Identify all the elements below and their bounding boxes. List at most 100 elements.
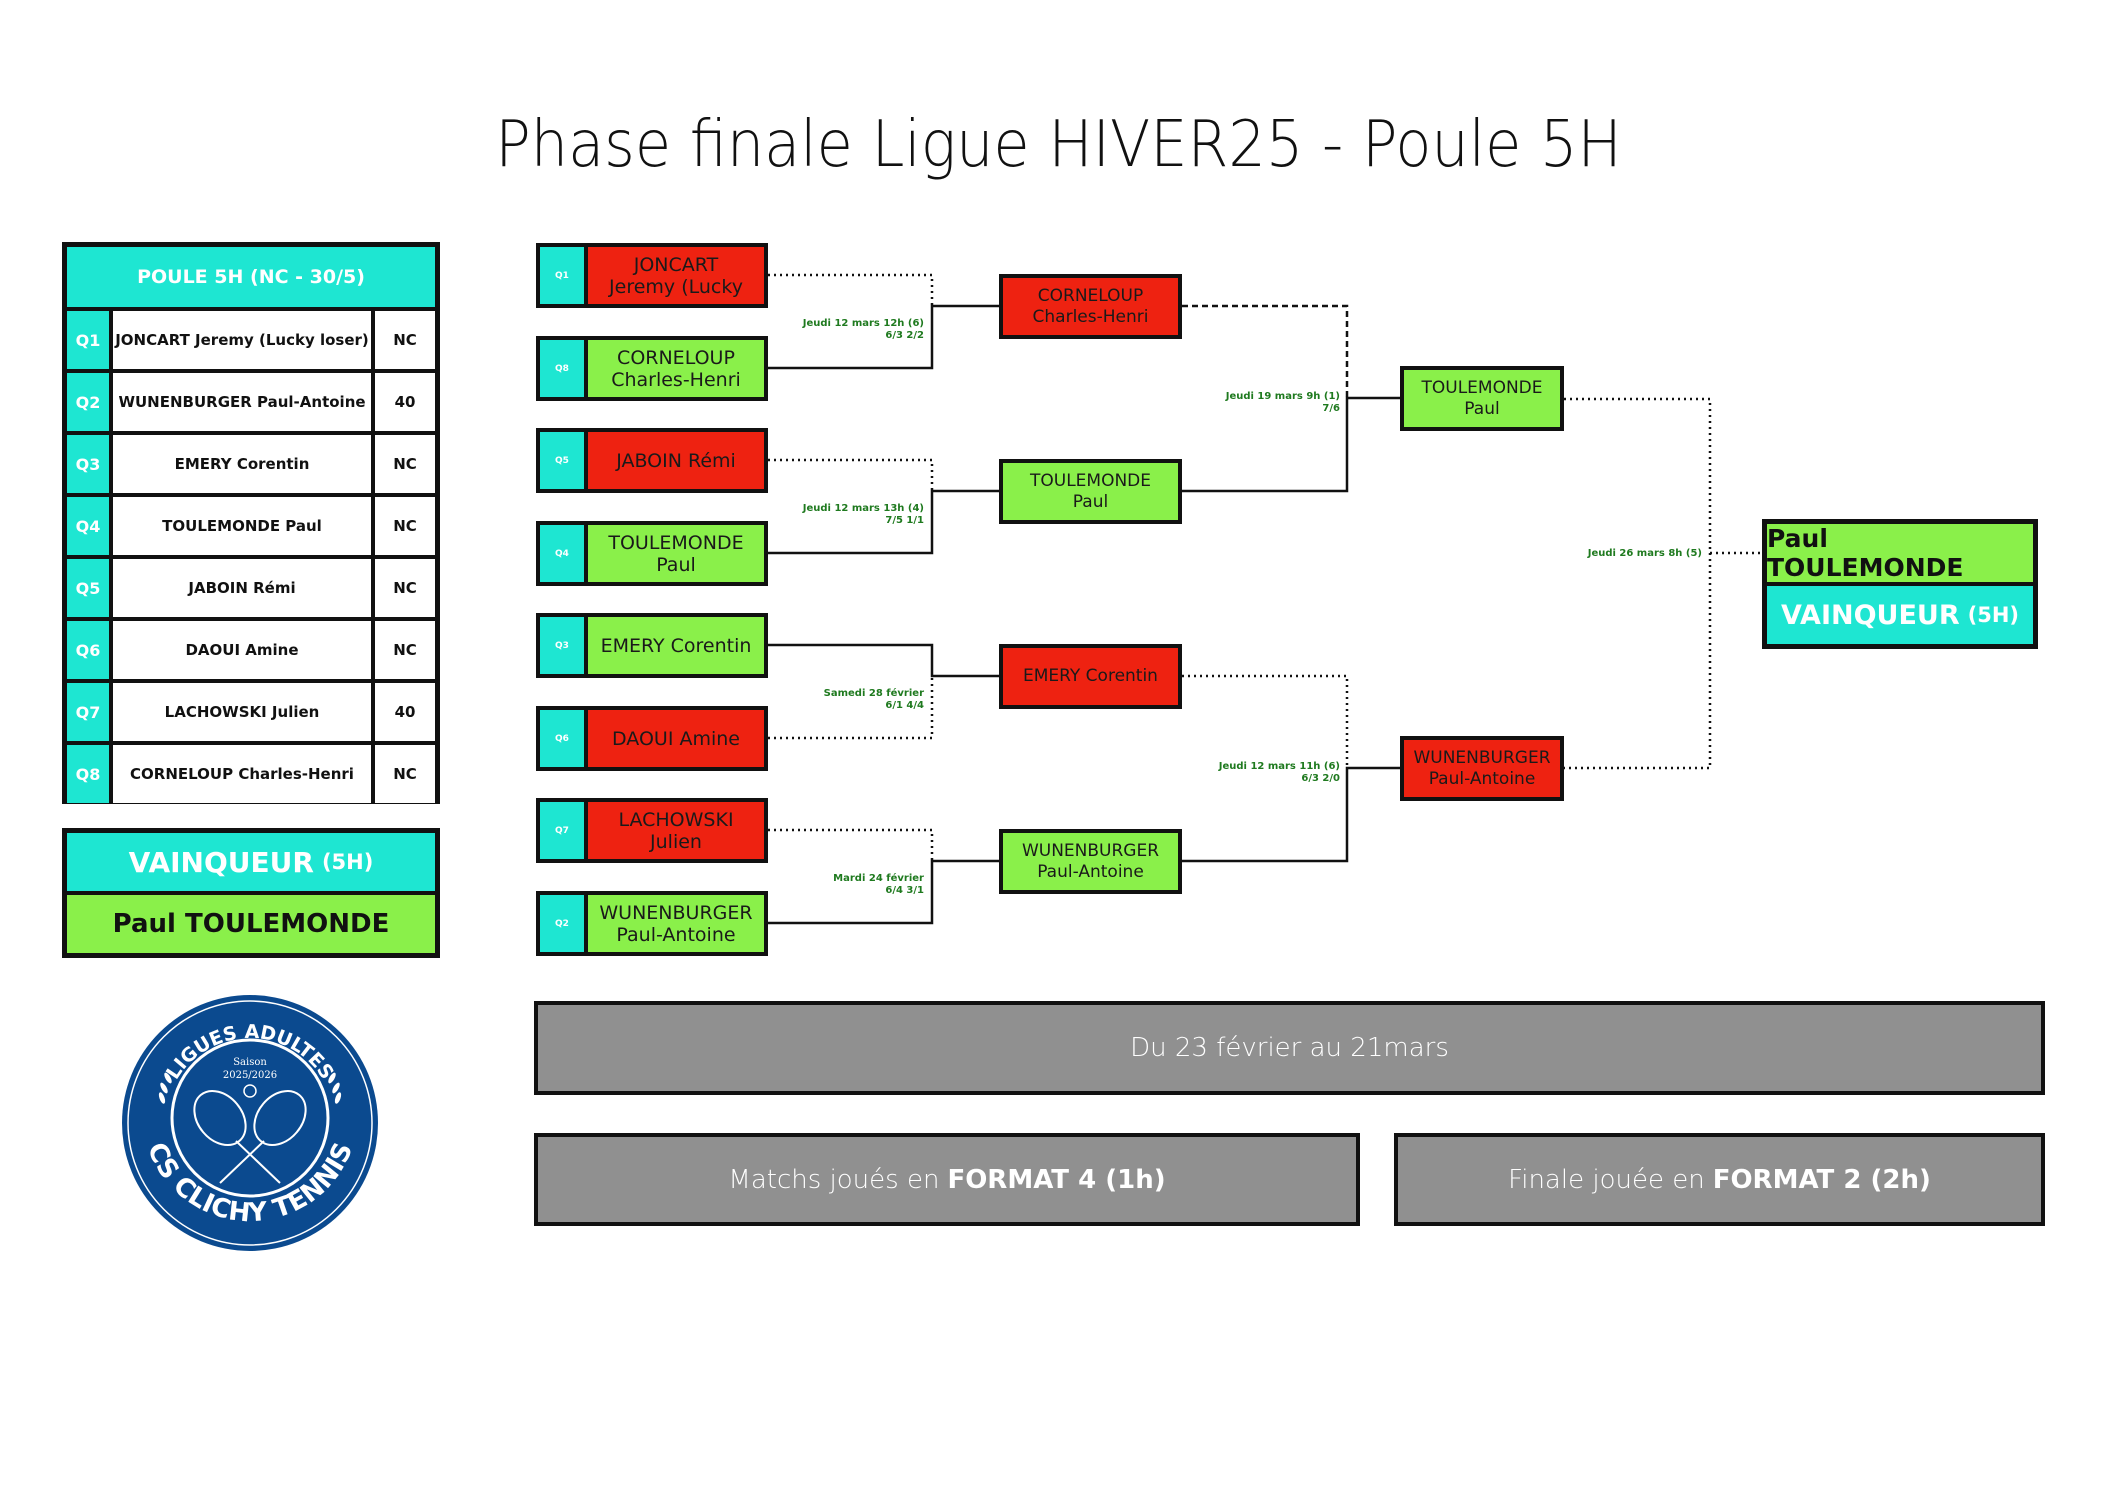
dates-text: Du 23 février au 21mars [1130,1033,1449,1063]
crossed-rackets-icon [193,1090,307,1184]
seed-number: Q8 [67,745,109,803]
connector-r1-m2-loser [768,458,934,491]
final-winner-name: Paul TOULEMONDE [1767,524,2033,582]
connector-r2-m2-winner [1182,766,1400,863]
player-line1: JABOIN Rémi [616,449,736,472]
player-line2: Paul-Antoine [1037,861,1144,882]
player-line1: TOULEMONDE [1421,377,1543,398]
logo-outer-ring [127,1000,373,1246]
winner-panel-name: Paul TOULEMONDE [67,895,435,953]
page-title: Phase finale Ligue HIVER25 - Poule 5H [495,108,1622,182]
connector-r1-m4-loser [768,828,934,861]
bracket-seed: Q2 [540,895,584,952]
final-winner-sub-text: (5H) [1967,603,2020,627]
match-label-r1-4: Mardi 24 février 6/4 3/1 [760,873,924,897]
connector-r1-m2-winner [768,489,999,555]
seed-ranking: NC [375,559,435,617]
match-score: 7/6 [1322,403,1340,414]
player-line2: Paul [1072,491,1109,512]
match-label-final: Jeudi 26 mars 8h (5) [1560,548,1702,560]
seed-number: Q4 [67,497,109,555]
tennis-ball-icon [243,1084,257,1098]
match-date: Jeudi 12 mars 13h (4) [802,503,924,514]
player-line1: TOULEMONDE [1029,470,1152,491]
bracket-r1-slot: Q6 DAOUI Amine [536,706,768,771]
seed-ranking: NC [375,745,435,803]
bracket-player: JABOIN Rémi [588,432,764,489]
final-format-value: FORMAT 2 (2h) [1712,1164,1931,1195]
match-score: 6/1 4/4 [885,700,924,711]
connector-r1-m1-loser [768,273,934,306]
match-date: Jeudi 12 mars 12h (6) [802,318,924,329]
connector-r1-m1-winner [768,304,999,370]
connector-r2-m2-loser [1182,674,1349,768]
match-score: 7/5 1/1 [885,515,924,526]
player-line1: DAOUI Amine [612,727,740,750]
final-format-prefix: Finale jouée en [1508,1164,1705,1195]
player-line2: Paul [656,553,696,576]
seed-player-name: WUNENBURGER Paul-Antoine [113,373,371,431]
bracket-r2-slot-3: EMERY Corentin [999,644,1182,709]
player-line1: WUNENBURGER [599,901,753,924]
match-format-value: FORMAT 4 (1h) [947,1164,1166,1195]
seed-ranking: 40 [375,683,435,741]
bracket-seed: Q6 [540,710,584,767]
bracket-seed: Q5 [540,432,584,489]
seed-player-name: DAOUI Amine [113,621,371,679]
player-line2: Julien [650,830,702,853]
laurel-left-icon [158,1072,172,1104]
winner-panel: VAINQUEUR (5H) Paul TOULEMONDE [62,828,440,958]
bracket-seed: Q8 [540,340,584,397]
bracket-seed: Q4 [540,525,584,582]
logo-season: 2025/2026 [223,1070,277,1081]
winner-title-text: VAINQUEUR [128,845,314,879]
seed-number: Q6 [67,621,109,679]
player-line1: CORNELOUP [617,346,735,369]
match-label-r2-2: Jeudi 12 mars 11h (6) 6/3 2/0 [1180,761,1340,785]
bracket-r1-slot: Q5 JABOIN Rémi [536,428,768,493]
match-date: Jeudi 12 mars 11h (6) [1218,761,1340,772]
match-format-banner: Matchs joués en FORMAT 4 (1h) [534,1133,1360,1226]
bracket-seed: Q3 [540,617,584,674]
bracket-player: EMERY Corentin [588,617,764,674]
final-winner-box: Paul TOULEMONDE VAINQUEUR (5H) [1762,519,2038,649]
connector-r1-m3-loser [768,676,934,740]
seed-ranking: 40 [375,373,435,431]
player-line1: WUNENBURGER [1413,747,1551,768]
logo-disc [122,995,378,1251]
seed-number: Q2 [67,373,109,431]
player-line1: LACHOWSKI [618,808,734,831]
player-line1: EMERY Corentin [1023,666,1158,686]
player-line1: CORNELOUP [1037,285,1144,306]
match-date: Samedi 28 février [823,688,924,699]
match-label-r1-1: Jeudi 12 mars 12h (6) 6/3 2/2 [760,318,924,342]
seed-number: Q5 [67,559,109,617]
match-format-prefix: Matchs joués en [728,1164,940,1195]
player-line1: TOULEMONDE [608,531,744,554]
player-line2: Charles-Henri [1032,306,1149,327]
match-label-r1-3: Samedi 28 février 6/1 4/4 [760,688,924,712]
final-format-banner: Finale jouée en FORMAT 2 (2h) [1394,1133,2045,1226]
match-label-r2-1: Jeudi 19 mars 9h (1) 7/6 [1180,391,1340,415]
match-date: Jeudi 19 mars 9h (1) [1225,391,1340,402]
winner-panel-title: VAINQUEUR (5H) [67,833,435,891]
player-line1: WUNENBURGER [1021,840,1160,861]
seed-number: Q7 [67,683,109,741]
bracket-seed: Q7 [540,802,584,859]
player-line2: Paul [1464,398,1500,419]
bracket-player: DAOUI Amine [588,710,764,767]
